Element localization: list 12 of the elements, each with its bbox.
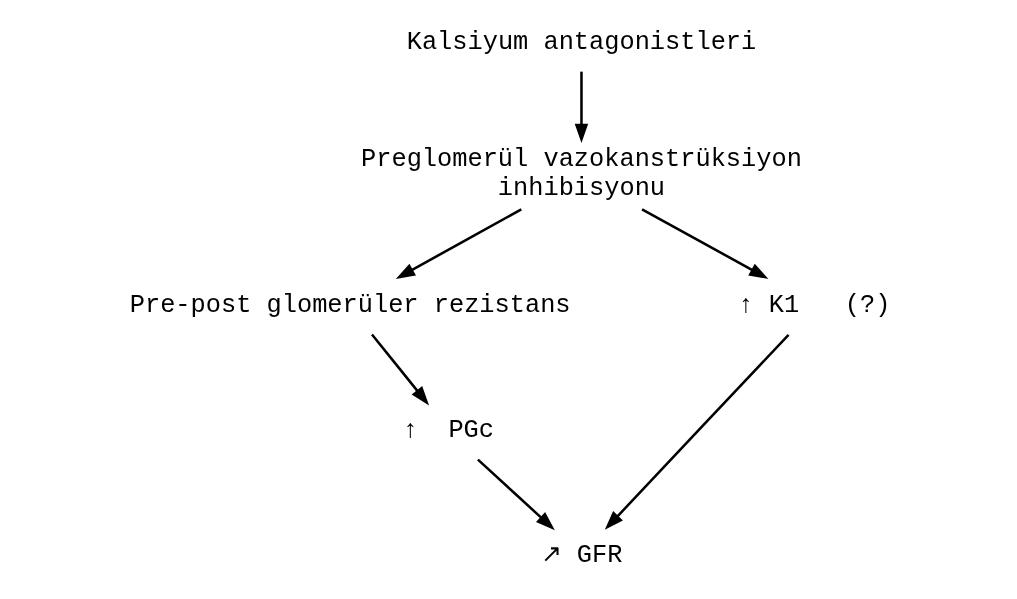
node-text: Preglomerül vazokanstrüksiyon inhibisyonu xyxy=(360,145,802,203)
arrow xyxy=(604,333,789,530)
node-text: ↗ GFR xyxy=(540,541,622,571)
arrow xyxy=(395,208,522,279)
node-text: ↑ PGc xyxy=(402,416,494,446)
arrow xyxy=(640,208,768,279)
arrow xyxy=(574,71,588,143)
node-text: ↑ K1 (?) xyxy=(737,290,890,320)
node-text: Kalsiyum antagonistleri xyxy=(406,27,756,57)
arrow xyxy=(370,333,429,406)
node-text: Pre-post glomerüler rezistans xyxy=(129,290,571,320)
arrow xyxy=(476,458,555,531)
